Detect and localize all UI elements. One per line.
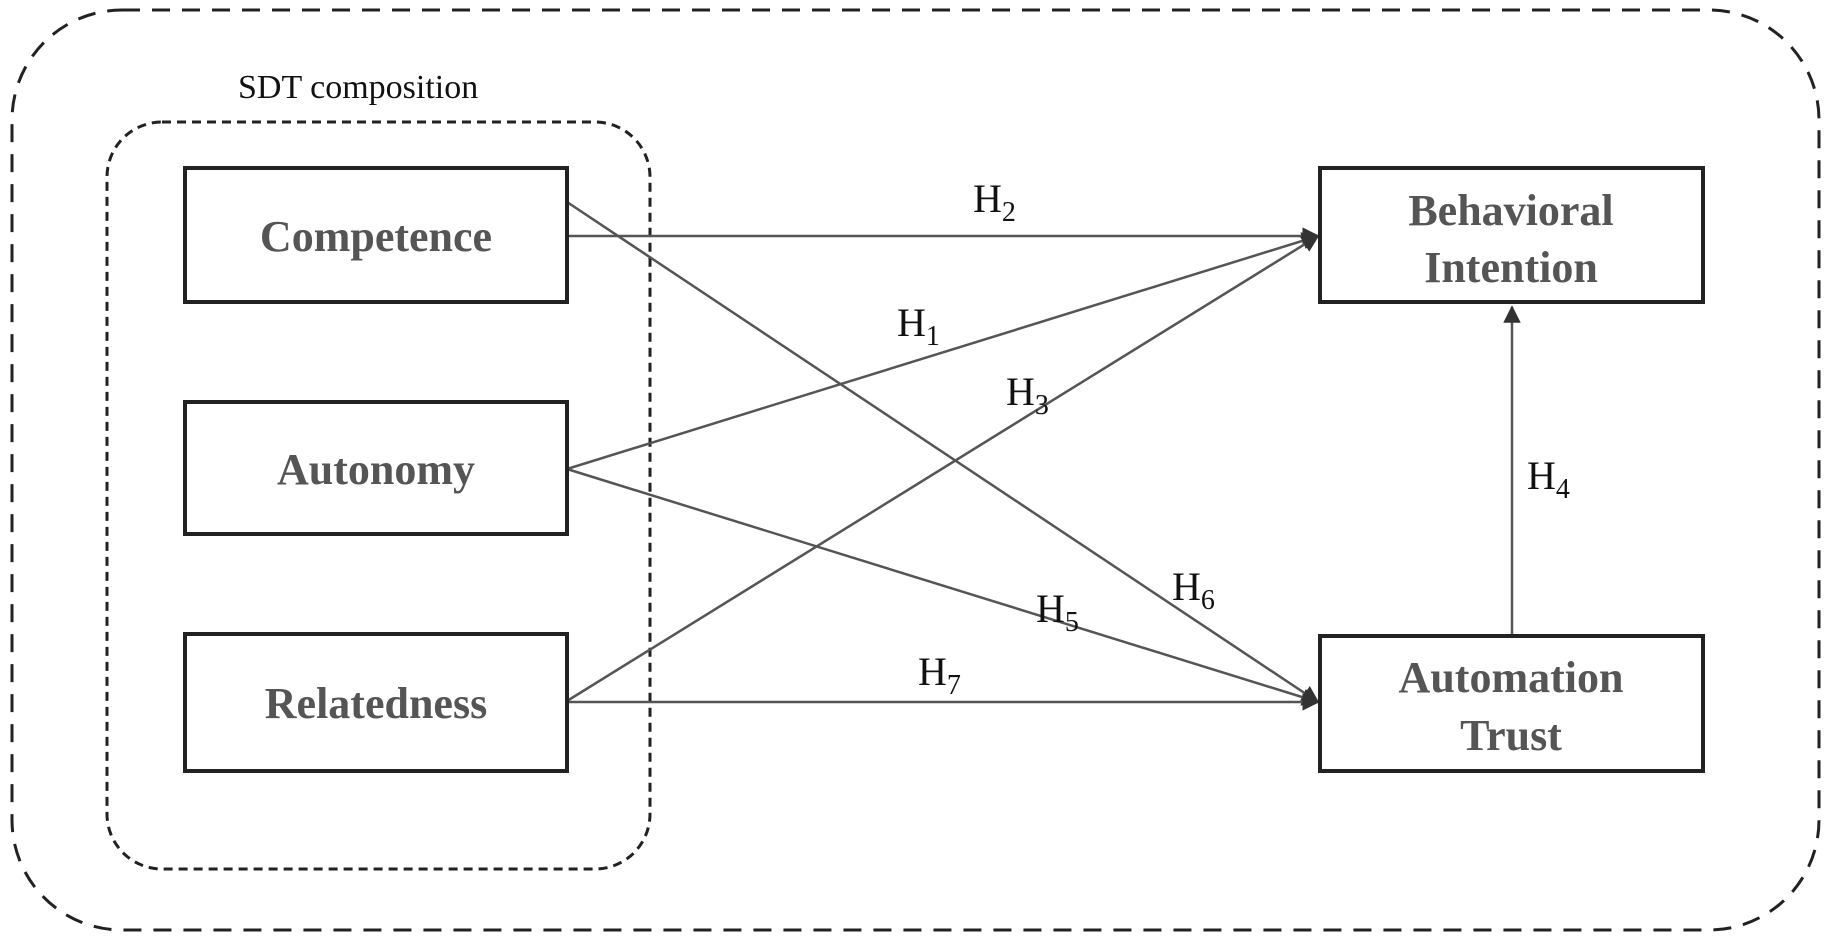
hypothesis-label-h6: H6: [1172, 564, 1215, 616]
node-automation-trust: Automation Trust: [1318, 634, 1705, 773]
hypothesis-label-h1: H1: [897, 300, 940, 352]
node-behavioral-intention-line2: Intention: [1424, 243, 1598, 292]
hypothesis-label-h3: H3: [1006, 369, 1049, 421]
node-competence-label: Competence: [260, 212, 492, 261]
sdt-group-frame: [105, 120, 652, 871]
node-autonomy: Autonomy: [183, 400, 569, 536]
node-behavioral-intention-line1: Behavioral: [1408, 186, 1613, 235]
hypothesis-arrows: [566, 200, 1521, 711]
arrow-h6-competence-to-trust: [566, 200, 1320, 704]
hypothesis-label-h4: H4: [1527, 453, 1570, 505]
node-relatedness: Relatedness: [183, 632, 569, 773]
node-autonomy-label: Autonomy: [277, 445, 475, 494]
node-automation-trust-line2: Trust: [1460, 711, 1562, 760]
hypothesis-labels: H2 H1 H3 H4 H6 H5 H7: [897, 176, 1570, 701]
hypothesis-label-h7: H7: [918, 649, 961, 701]
sdt-group-label: SDT composition: [238, 69, 478, 106]
arrow-h1-autonomy-to-intention: [566, 232, 1320, 471]
hypothesis-label-h2: H2: [973, 176, 1016, 228]
arrow-h5-autonomy-to-trust: [566, 467, 1320, 706]
node-automation-trust-line1: Automation: [1399, 653, 1624, 702]
node-behavioral-intention: Behavioral Intention: [1318, 166, 1705, 304]
outer-model-frame: [10, 8, 1821, 932]
arrow-h3-relatedness-to-intention: [566, 234, 1320, 703]
node-relatedness-label: Relatedness: [265, 679, 487, 728]
node-competence: Competence: [183, 166, 569, 304]
hypothesis-label-h5: H5: [1036, 586, 1079, 638]
